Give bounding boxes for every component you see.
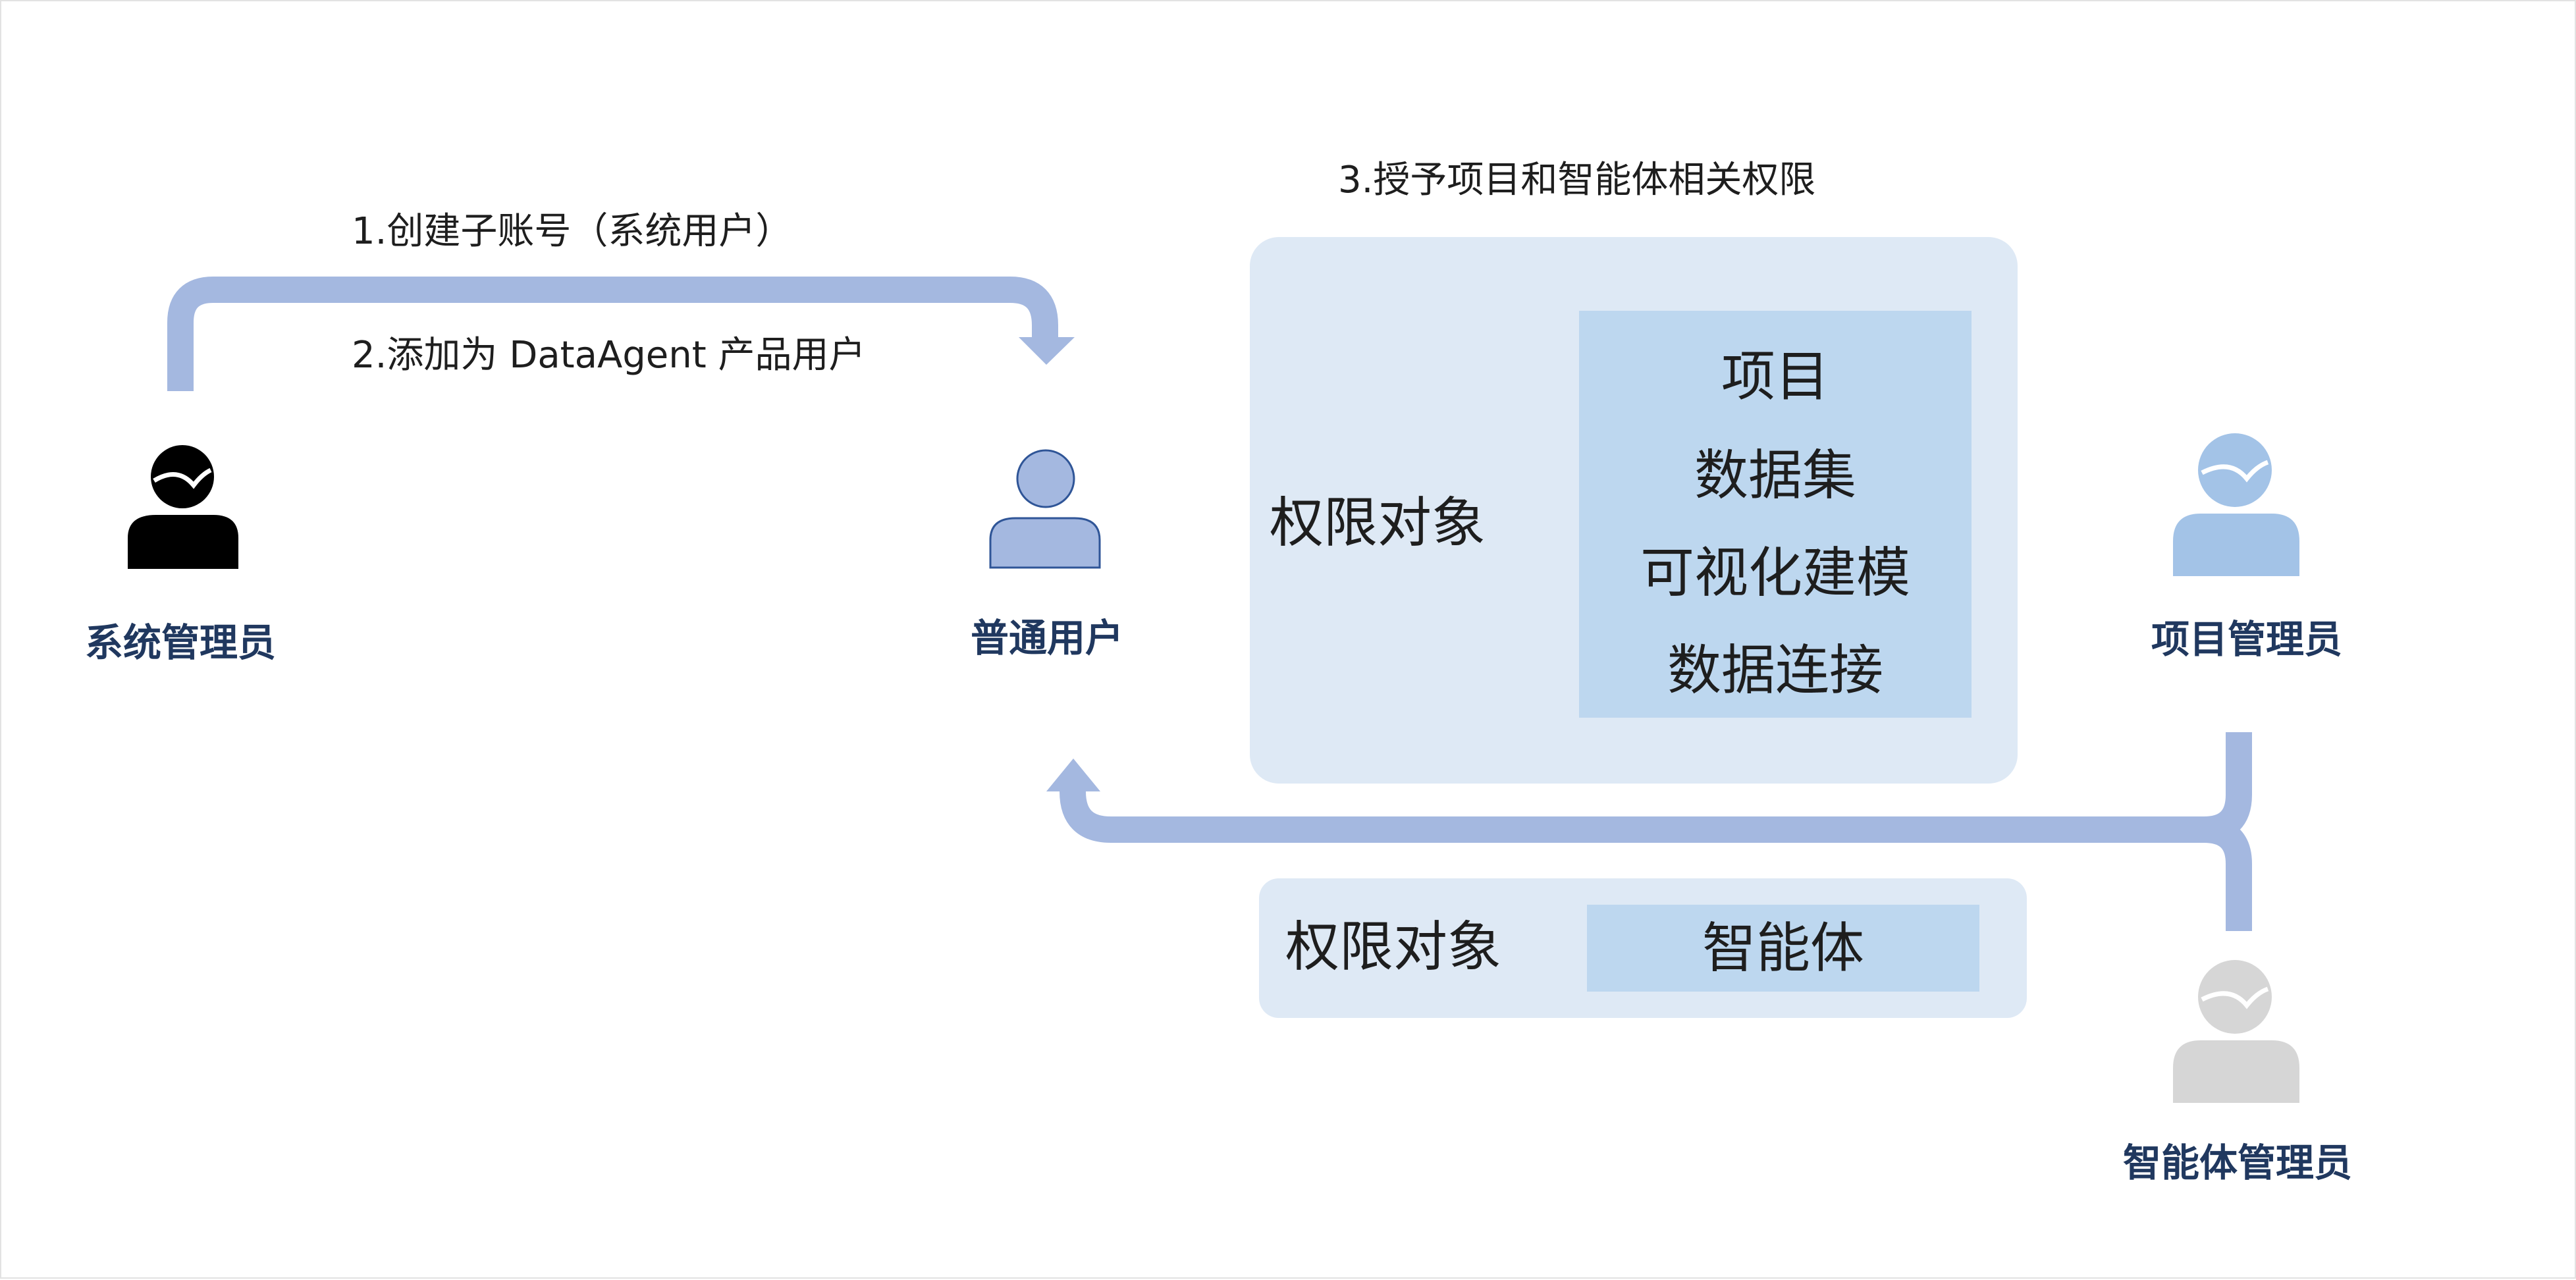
permission-item-agent: 智能体 [1702, 917, 1864, 980]
step-create-subaccount: 1.创建子账号（系统用户） [352, 210, 793, 253]
permission-item-project: 项目 [1721, 346, 1829, 408]
agent-admin-icon [2173, 960, 2299, 1103]
role-agent-admin: 智能体管理员 [2122, 1140, 2352, 1185]
step-grant-permissions: 3.授予项目和智能体相关权限 [1338, 159, 1816, 201]
role-normal-user: 普通用户 [970, 616, 1123, 660]
role-project-admin: 项目管理员 [2151, 617, 2342, 662]
permission-item-data-connection: 数据连接 [1667, 639, 1883, 702]
agent-permission-label: 权限对象 [1285, 916, 1502, 978]
role-system-admin: 系统管理员 [84, 620, 276, 665]
permission-item-visual-modeling: 可视化建模 [1640, 542, 1910, 604]
project-permission-items [1579, 311, 1972, 718]
step-add-product-user: 2.添加为 DataAgent 产品用户 [352, 334, 866, 377]
normal-user-icon [989, 449, 1101, 569]
project-admin-icon [2173, 433, 2299, 576]
permission-item-dataset: 数据集 [1694, 444, 1856, 507]
arrow-admin-to-user [167, 277, 1075, 391]
arrow-admins-to-user [1046, 732, 2252, 931]
agent-permission-items [1587, 905, 1979, 992]
project-permission-label: 权限对象 [1270, 492, 1486, 554]
system-admin-icon [128, 445, 238, 569]
